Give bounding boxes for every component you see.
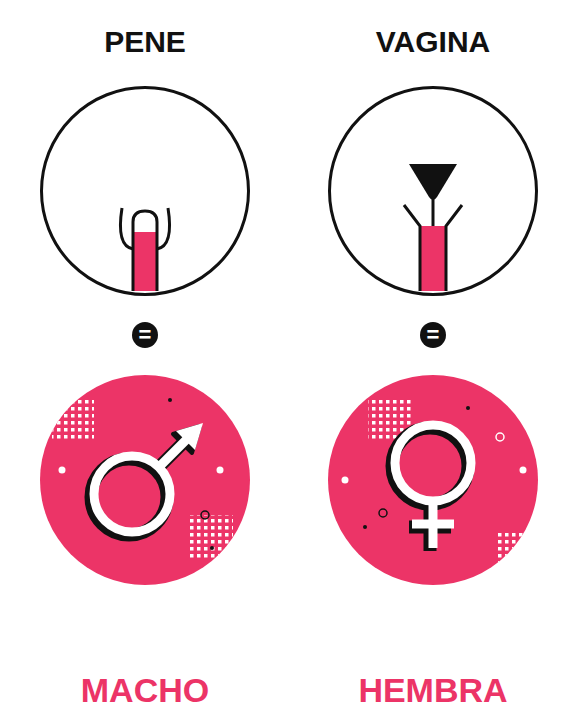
pink-circle: MACHO <box>38 373 252 713</box>
outline-circle-shape <box>40 86 250 296</box>
outline-circle-shape <box>328 86 538 296</box>
decor-dots <box>52 398 233 569</box>
equals-badge: = <box>132 322 158 348</box>
node-label: MACHO <box>38 668 252 712</box>
node-label: HEMBRA <box>326 668 540 712</box>
pink-circle: HEMBRA <box>326 373 540 713</box>
node-label: PENE <box>40 22 250 62</box>
equals-badge: = <box>420 322 446 348</box>
pink-circle-shape <box>40 375 250 585</box>
outline-circle: PENE <box>40 20 250 300</box>
node-label: VAGINA <box>328 22 538 62</box>
outline-circle: VAGINA <box>328 20 538 300</box>
penis-icon <box>120 208 169 291</box>
decor-dots <box>342 400 541 575</box>
pink-circle-shape <box>328 375 538 585</box>
equals-sign: = <box>132 322 158 347</box>
equals-sign: = <box>420 322 446 347</box>
female-symbol <box>392 425 471 551</box>
vagina-icon <box>404 164 462 291</box>
male-symbol <box>91 423 203 535</box>
